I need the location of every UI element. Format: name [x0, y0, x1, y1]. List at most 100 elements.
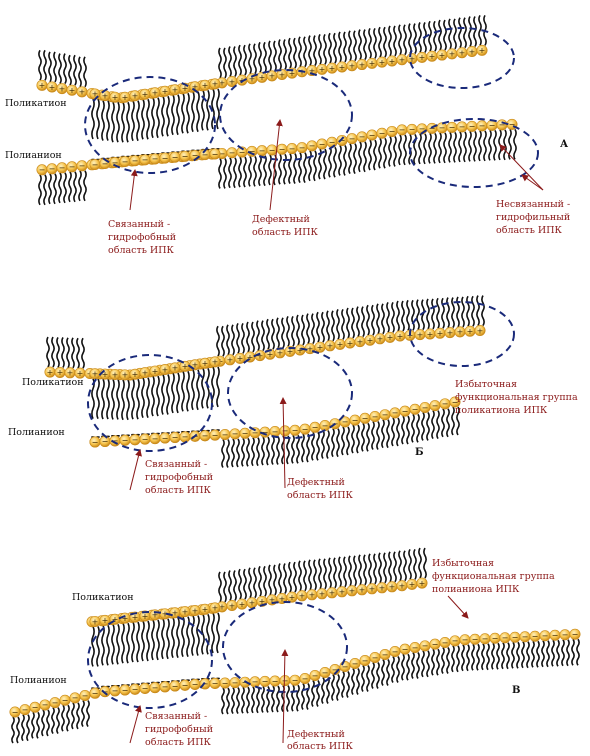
hydrophobic-tail: [232, 688, 234, 714]
hydrophobic-tail: [97, 379, 99, 419]
hydrophobic-tail: [22, 715, 24, 741]
hydrophobic-tail: [469, 17, 471, 47]
hydrophobic-tail: [292, 316, 294, 346]
hydrophobic-tail: [427, 412, 429, 440]
minus-sign: −: [92, 689, 99, 698]
hydrophobic-tail: [54, 174, 56, 204]
hydrophobic-tail: [187, 371, 189, 411]
hydrophobic-tail: [52, 708, 54, 734]
hydrophobic-tail: [117, 379, 119, 419]
hydrophobic-tail: [317, 312, 319, 342]
hydrophobic-tail: [267, 319, 269, 349]
hydrophobic-tail: [367, 305, 369, 335]
plus-sign: +: [447, 328, 454, 337]
plus-sign: +: [202, 605, 209, 614]
hydrophobic-tail: [274, 41, 276, 71]
minus-sign: −: [479, 122, 486, 131]
minus-sign: −: [532, 632, 539, 641]
minus-sign: −: [369, 131, 376, 140]
hydrophobic-tail: [167, 96, 169, 136]
minus-sign: −: [92, 438, 99, 447]
minus-sign: −: [132, 685, 139, 694]
hydrophobic-tail: [82, 338, 84, 368]
hydrophobic-tail: [427, 651, 429, 677]
hydrophobic-tail: [362, 307, 364, 337]
hydrophobic-tail: [227, 440, 229, 468]
hydrophobic-tail: [432, 299, 434, 329]
plus-sign: +: [49, 83, 56, 92]
hydrophobic-tail: [72, 338, 74, 368]
minus-sign: −: [72, 694, 79, 703]
hydrophobic-tail: [384, 27, 386, 57]
hydrophobic-tail: [432, 411, 434, 439]
hydrophobic-tail: [392, 418, 394, 446]
plus-sign: +: [47, 368, 54, 377]
hydrophobic-tail: [247, 322, 249, 352]
minus-sign: −: [469, 122, 476, 131]
plus-sign: +: [467, 327, 474, 336]
minus-sign: −: [292, 426, 299, 435]
hydrophobic-tail: [157, 620, 159, 660]
hydrophobic-tail: [402, 416, 404, 444]
plus-sign: +: [389, 583, 396, 592]
polycation-label: Поликатион: [72, 592, 134, 603]
plus-sign: +: [327, 342, 334, 351]
plus-sign: +: [349, 62, 356, 71]
minus-sign: −: [292, 676, 299, 685]
hydrophobic-tail: [42, 710, 44, 736]
hydrophobic-tail: [359, 142, 361, 172]
bound-arrow: [130, 706, 140, 743]
hydrophobic-tail: [307, 434, 309, 462]
bound-arrow: [130, 450, 140, 490]
minus-sign: −: [12, 708, 19, 717]
minus-sign: −: [289, 144, 296, 153]
hydrophobic-tail: [277, 437, 279, 465]
hydrophobic-tail: [494, 130, 496, 160]
hydrophobic-tail: [254, 44, 256, 74]
hydrophobic-tail: [394, 552, 396, 582]
hydrophobic-tail: [404, 25, 406, 55]
minus-sign: −: [309, 142, 316, 151]
minus-sign: −: [152, 683, 159, 692]
hydrophobic-tail: [424, 548, 426, 578]
hydrophobic-tail: [344, 557, 346, 587]
minus-sign: −: [432, 640, 439, 649]
plus-sign: +: [202, 81, 209, 90]
hydrophobic-tail: [477, 644, 479, 670]
hydrophobic-tail: [182, 617, 184, 657]
hydrophobic-tail: [229, 47, 231, 77]
minus-sign: −: [39, 166, 46, 175]
minus-sign: −: [279, 145, 286, 154]
hydrophobic-tail: [467, 645, 469, 671]
minus-sign: −: [182, 681, 189, 690]
minus-sign: −: [382, 411, 389, 420]
hydrophobic-tail: [272, 437, 274, 465]
minus-sign: −: [562, 631, 569, 640]
minus-sign: −: [122, 686, 129, 695]
plus-sign: +: [102, 616, 109, 625]
hydrophobic-tail: [162, 96, 164, 136]
excess-group-annotation: Избыточная функциональная группа поликат…: [455, 379, 581, 416]
plus-sign: +: [319, 590, 326, 599]
hydrophobic-tail: [302, 684, 304, 710]
minus-sign: −: [359, 133, 366, 142]
hydrophobic-tail: [414, 24, 416, 54]
hydrophobic-tail: [212, 367, 214, 407]
hydrophobic-tail: [97, 626, 99, 666]
plus-sign: +: [389, 57, 396, 66]
hydrophobic-tail: [299, 37, 301, 67]
minus-sign: −: [92, 160, 99, 169]
hydrophobic-tail: [257, 321, 259, 351]
hydrophobic-tail: [384, 553, 386, 583]
minus-sign: −: [102, 437, 109, 446]
hydrophobic-tail: [217, 613, 219, 653]
minus-sign: −: [182, 433, 189, 442]
hydrophobic-tail: [567, 640, 569, 666]
hydrophobic-tail: [342, 309, 344, 339]
plus-sign: +: [269, 72, 276, 81]
hydrophobic-tail: [459, 132, 461, 162]
plus-sign: +: [457, 328, 464, 337]
hydrophobic-tail: [382, 420, 384, 448]
plus-sign: +: [212, 604, 219, 613]
hydrophobic-tail: [172, 95, 174, 135]
